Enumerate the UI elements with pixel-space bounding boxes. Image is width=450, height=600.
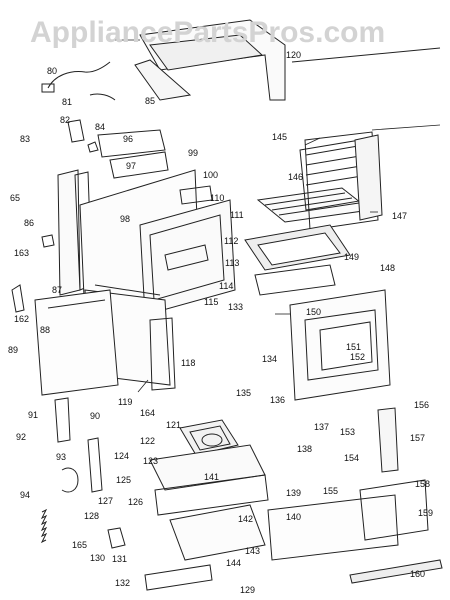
drawer-front (267, 479, 429, 561)
cooktop-top-panel (134, 19, 441, 101)
part-callout-129: 129 (240, 585, 256, 595)
part-callout-113: 113 (225, 258, 240, 268)
part-callout-118: 118 (181, 358, 196, 368)
part-callout-65: 65 (10, 193, 21, 203)
part-callout-153: 153 (340, 427, 356, 437)
kick-plate (144, 559, 443, 591)
part-callout-154: 154 (344, 453, 360, 463)
oven-rack (256, 139, 372, 223)
hinge-parts (54, 397, 126, 549)
part-callout-80: 80 (47, 66, 58, 76)
part-callout-144: 144 (226, 558, 242, 568)
part-callout-159: 159 (418, 508, 434, 518)
part-callout-141: 141 (204, 472, 220, 482)
part-callout-125: 125 (116, 475, 132, 485)
part-callout-93: 93 (56, 452, 67, 462)
part-callout-132: 132 (115, 578, 131, 588)
part-callout-143: 143 (245, 546, 261, 556)
part-callout-119: 119 (118, 397, 133, 407)
part-callout-142: 142 (238, 514, 254, 524)
part-callout-157: 157 (410, 433, 426, 443)
part-callout-163: 163 (14, 248, 30, 258)
leader-lines (110, 39, 441, 393)
part-callout-164: 164 (140, 408, 156, 418)
part-callout-145: 145 (272, 132, 288, 142)
part-callout-130: 130 (90, 553, 106, 563)
part-callout-83: 83 (20, 134, 31, 144)
left-brackets (11, 119, 99, 313)
part-callout-96: 96 (123, 134, 134, 144)
power-cord (41, 61, 116, 101)
right-door-trim (377, 407, 399, 473)
part-callout-133: 133 (228, 302, 244, 312)
broil-pan (244, 224, 351, 296)
part-callout-148: 148 (380, 263, 396, 273)
part-callout-100: 100 (203, 170, 219, 180)
part-callout-112: 112 (224, 236, 239, 246)
part-callout-87: 87 (52, 285, 63, 295)
part-callout-151: 151 (346, 342, 362, 352)
part-callout-160: 160 (410, 569, 426, 579)
part-callout-138: 138 (297, 444, 313, 454)
part-callout-137: 137 (314, 422, 330, 432)
part-callout-162: 162 (14, 314, 30, 324)
part-callout-126: 126 (128, 497, 144, 507)
part-callout-82: 82 (60, 115, 71, 125)
part-callout-123: 123 (143, 456, 159, 466)
part-callout-136: 136 (270, 395, 286, 405)
part-callout-149: 149 (344, 252, 360, 262)
part-callout-110: 110 (210, 193, 225, 203)
part-callout-99: 99 (188, 148, 199, 158)
part-callout-158: 158 (415, 479, 431, 489)
part-callout-86: 86 (24, 218, 35, 228)
part-callout-121: 121 (166, 420, 182, 430)
part-callout-122: 122 (140, 436, 156, 446)
part-callout-111: 111 (230, 210, 244, 220)
part-callout-135: 135 (236, 388, 252, 398)
part-callout-84: 84 (95, 122, 106, 132)
part-callout-97: 97 (126, 161, 137, 171)
part-callout-165: 165 (72, 540, 88, 550)
part-callout-120: 120 (286, 50, 302, 60)
part-callout-150: 150 (306, 307, 322, 317)
part-callout-152: 152 (350, 352, 366, 362)
burner-bowl (179, 419, 239, 456)
oven-door (289, 289, 391, 401)
part-callout-90: 90 (90, 411, 101, 421)
part-callout-85: 85 (145, 96, 156, 106)
part-callout-114: 114 (219, 281, 234, 291)
part-callout-140: 140 (286, 512, 302, 522)
part-callout-146: 146 (288, 172, 304, 182)
left-side-panel (57, 169, 93, 296)
oven-liner (139, 199, 236, 316)
part-callout-89: 89 (8, 345, 19, 355)
part-callout-134: 134 (262, 354, 278, 364)
bottom-frame (149, 444, 269, 561)
part-callout-155: 155 (323, 486, 339, 496)
part-callout-98: 98 (120, 214, 131, 224)
left-front-panel (34, 289, 119, 396)
part-callout-115: 115 (204, 297, 219, 307)
part-callout-124: 124 (114, 451, 130, 461)
spring (40, 508, 48, 544)
part-callout-139: 139 (286, 488, 302, 498)
part-callout-92: 92 (16, 432, 27, 442)
part-callout-131: 131 (112, 554, 128, 564)
part-callout-156: 156 (414, 400, 430, 410)
part-callout-88: 88 (40, 325, 51, 335)
part-callout-127: 127 (98, 496, 114, 506)
part-callout-91: 91 (28, 410, 39, 420)
part-callout-94: 94 (20, 490, 31, 500)
part-callout-128: 128 (84, 511, 100, 521)
part-callout-81: 81 (62, 97, 73, 107)
right-side-wall (304, 131, 383, 231)
part-callout-147: 147 (392, 211, 408, 221)
